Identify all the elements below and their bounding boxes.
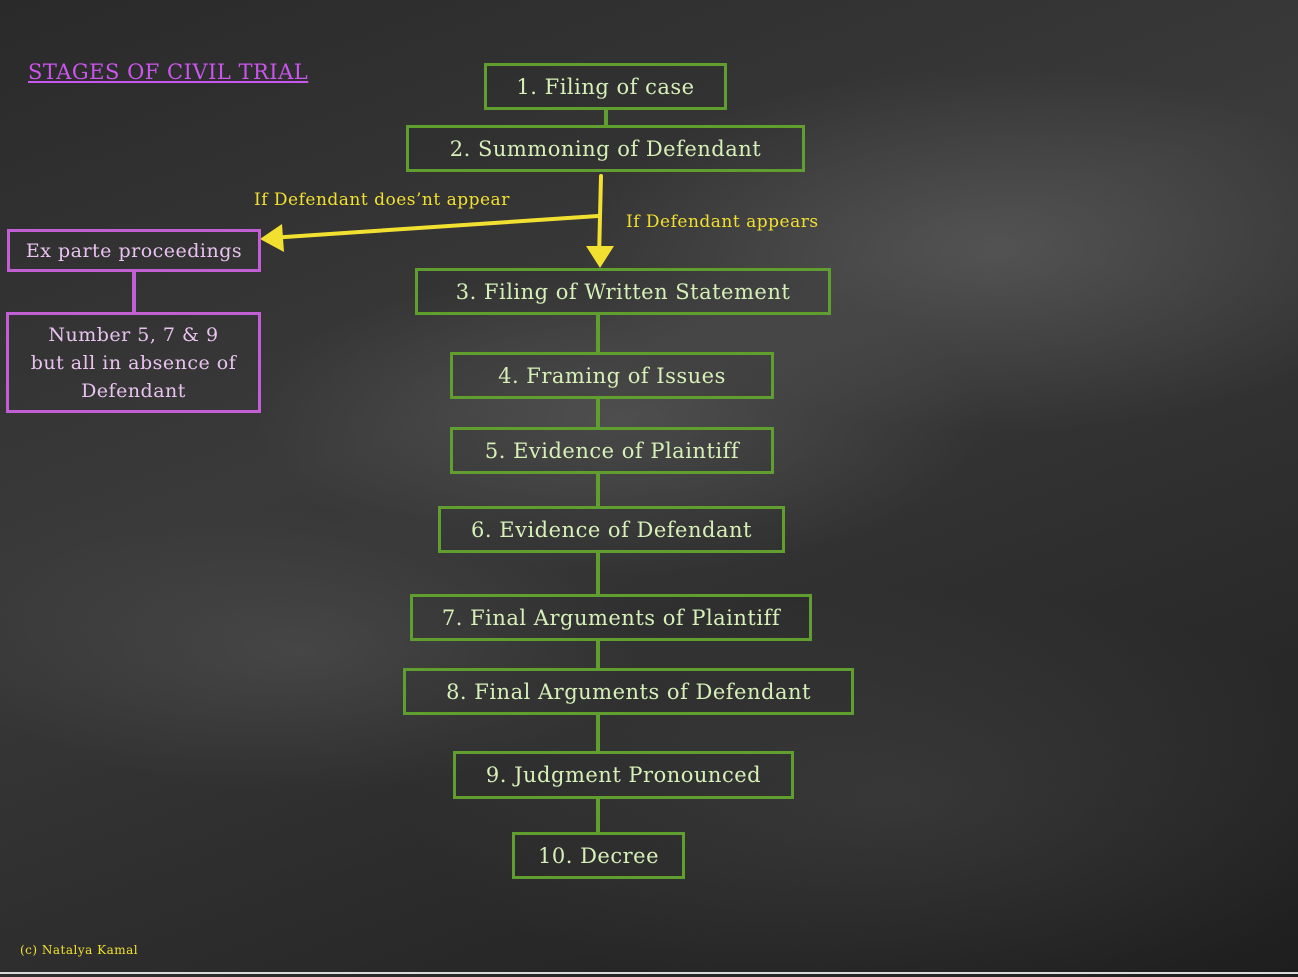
author-credit: (c) Natalya Kamal — [20, 943, 139, 957]
stage-1-filing-of-case: 1. Filing of case — [484, 63, 727, 110]
stage-2-summoning-of-defendant: 2. Summoning of Defendant — [406, 125, 805, 172]
stage-8-final-arguments-of-defendant: 8. Final Arguments of Defendant — [403, 668, 854, 715]
stage-3-filing-of-written-statement: 3. Filing of Written Statement — [415, 268, 831, 315]
stage-6-evidence-of-defendant: 6. Evidence of Defendant — [438, 506, 785, 553]
stage-10-decree: 10. Decree — [512, 832, 685, 879]
arrow-appears-shaft — [597, 174, 603, 260]
arrow-not-appear-shaft — [268, 214, 600, 240]
stage-7-final-arguments-of-plaintiff: 7. Final Arguments of Plaintiff — [410, 594, 812, 641]
arrow-not-appear-head — [260, 224, 284, 252]
branch-label-not-appear: If Defendant does’nt appear — [254, 190, 510, 210]
bottom-divider — [0, 972, 1298, 974]
branch-label-appears: If Defendant appears — [626, 212, 819, 232]
arrow-appears-head — [586, 246, 614, 268]
stage-4-framing-of-issues: 4. Framing of Issues — [450, 352, 774, 399]
stage-9-judgment-pronounced: 9. Judgment Pronounced — [453, 751, 794, 799]
ex-parte-proceedings-box: Ex parte proceedings — [7, 229, 261, 272]
ex-parte-detail-box: Number 5, 7 & 9 but all in absence of De… — [6, 312, 261, 413]
ex-parte-detail-text: Number 5, 7 & 9 but all in absence of De… — [30, 323, 237, 402]
stage-5-evidence-of-plaintiff: 5. Evidence of Plaintiff — [450, 427, 774, 474]
diagram-title: STAGES OF CIVIL TRIAL — [28, 60, 309, 84]
